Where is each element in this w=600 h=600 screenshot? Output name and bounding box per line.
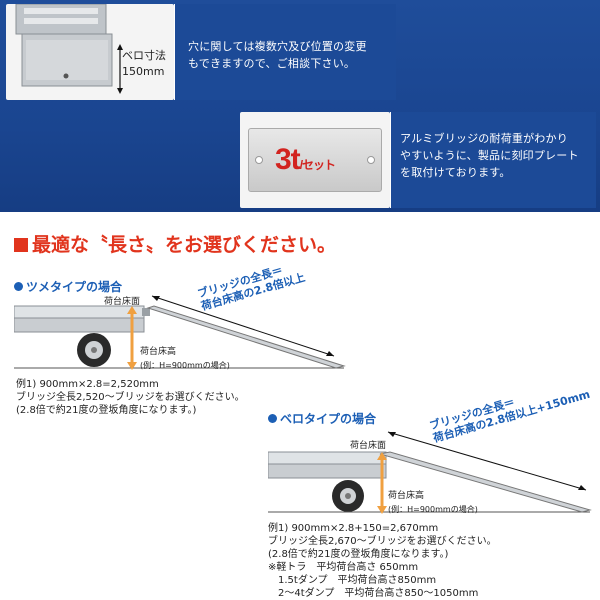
card2-line3: を取付けております。 — [400, 166, 511, 179]
bero-value-text: 150mm — [122, 65, 165, 78]
tsume-diagram — [14, 295, 346, 370]
page-heading: 最適な〝長さ〟をお選びください。 — [14, 230, 336, 257]
bullet-icon — [268, 414, 277, 423]
tsume-note-line1: 例1) 900mm×2.8=2,520mm — [16, 379, 159, 390]
card2-line2: やすいように、製品に刻印プレート — [400, 149, 579, 162]
plate-text: 3t/セット — [275, 143, 336, 177]
bero-note-line2: ブリッジ全長2,670〜ブリッジをお選びください。 — [268, 536, 497, 547]
card2-text-panel — [390, 112, 596, 208]
card1-line2: もできますので、ご相談下さい。 — [188, 57, 356, 70]
card2-line1: アルミブリッジの耐荷重がわかり — [400, 132, 568, 145]
bero-note-line1: 例1) 900mm×2.8+150=2,670mm — [268, 523, 439, 534]
bero-note-line6: 2〜4tダンプ 平均荷台高さ850〜1050mm — [278, 588, 479, 599]
bero-diagram — [268, 431, 592, 514]
card1-text-panel — [174, 4, 396, 100]
tsume-deck-label: 荷台床面 — [104, 297, 141, 307]
card1-description: 穴に関しては複数穴及び位置の変更 もできますので、ご相談下さい。 — [188, 38, 388, 72]
tsume-section-title: ツメタイプの場合 — [14, 278, 122, 295]
plate-sub-text: /セット — [299, 158, 336, 172]
bullet-icon — [14, 282, 23, 291]
tsume-title-text: ツメタイプの場合 — [26, 280, 123, 294]
bero-deck-label: 荷台床面 — [350, 441, 387, 451]
bero-title-text: ベロタイプの場合 — [280, 412, 377, 426]
plate-main-text: 3t — [275, 143, 301, 176]
tsume-height-label: 荷台床高 — [140, 347, 177, 357]
bero-label-text: ベロ寸法 — [122, 49, 166, 62]
load-plate: 3t/セット — [248, 128, 382, 192]
tsume-notes: 例1) 900mm×2.8=2,520mm ブリッジ全長2,520〜ブリッジをお… — [16, 378, 245, 417]
plate-hole-right-icon — [367, 156, 375, 164]
bero-note-line5: 1.5tダンプ 平均荷台高さ850mm — [278, 575, 437, 586]
heading-square-icon — [14, 238, 28, 252]
tsume-note-line2: ブリッジ全長2,520〜ブリッジをお選びください。 — [16, 392, 245, 403]
bero-dimension-label: ベロ寸法 150mm — [122, 48, 166, 80]
card1-line1: 穴に関しては複数穴及び位置の変更 — [188, 40, 367, 53]
bero-notes: 例1) 900mm×2.8+150=2,670mm ブリッジ全長2,670〜ブリ… — [268, 522, 497, 600]
plate-hole-left-icon — [255, 156, 263, 164]
bero-height-example: (例：H=900mmの場合) — [388, 505, 478, 514]
tsume-height-example: (例：H=900mmの場合) — [140, 361, 230, 370]
bero-height-label: 荷台床高 — [388, 491, 425, 501]
tsume-note-line3: (2.8倍で約21度の登坂角度になります。) — [16, 405, 197, 416]
bero-note-line3: (2.8倍で約21度の登坂角度になります。) — [268, 549, 449, 560]
bridge-end-illustration — [15, 4, 123, 94]
bero-note-line4: ※軽トラ 平均荷台高さ 650mm — [268, 562, 419, 573]
bero-photo-card — [6, 4, 174, 100]
card2-description: アルミブリッジの耐荷重がわかり やすいように、製品に刻印プレート を取付けており… — [400, 130, 590, 181]
bero-section-title: ベロタイプの場合 — [268, 410, 376, 427]
heading-text: 最適な〝長さ〟をお選びください。 — [32, 234, 337, 256]
